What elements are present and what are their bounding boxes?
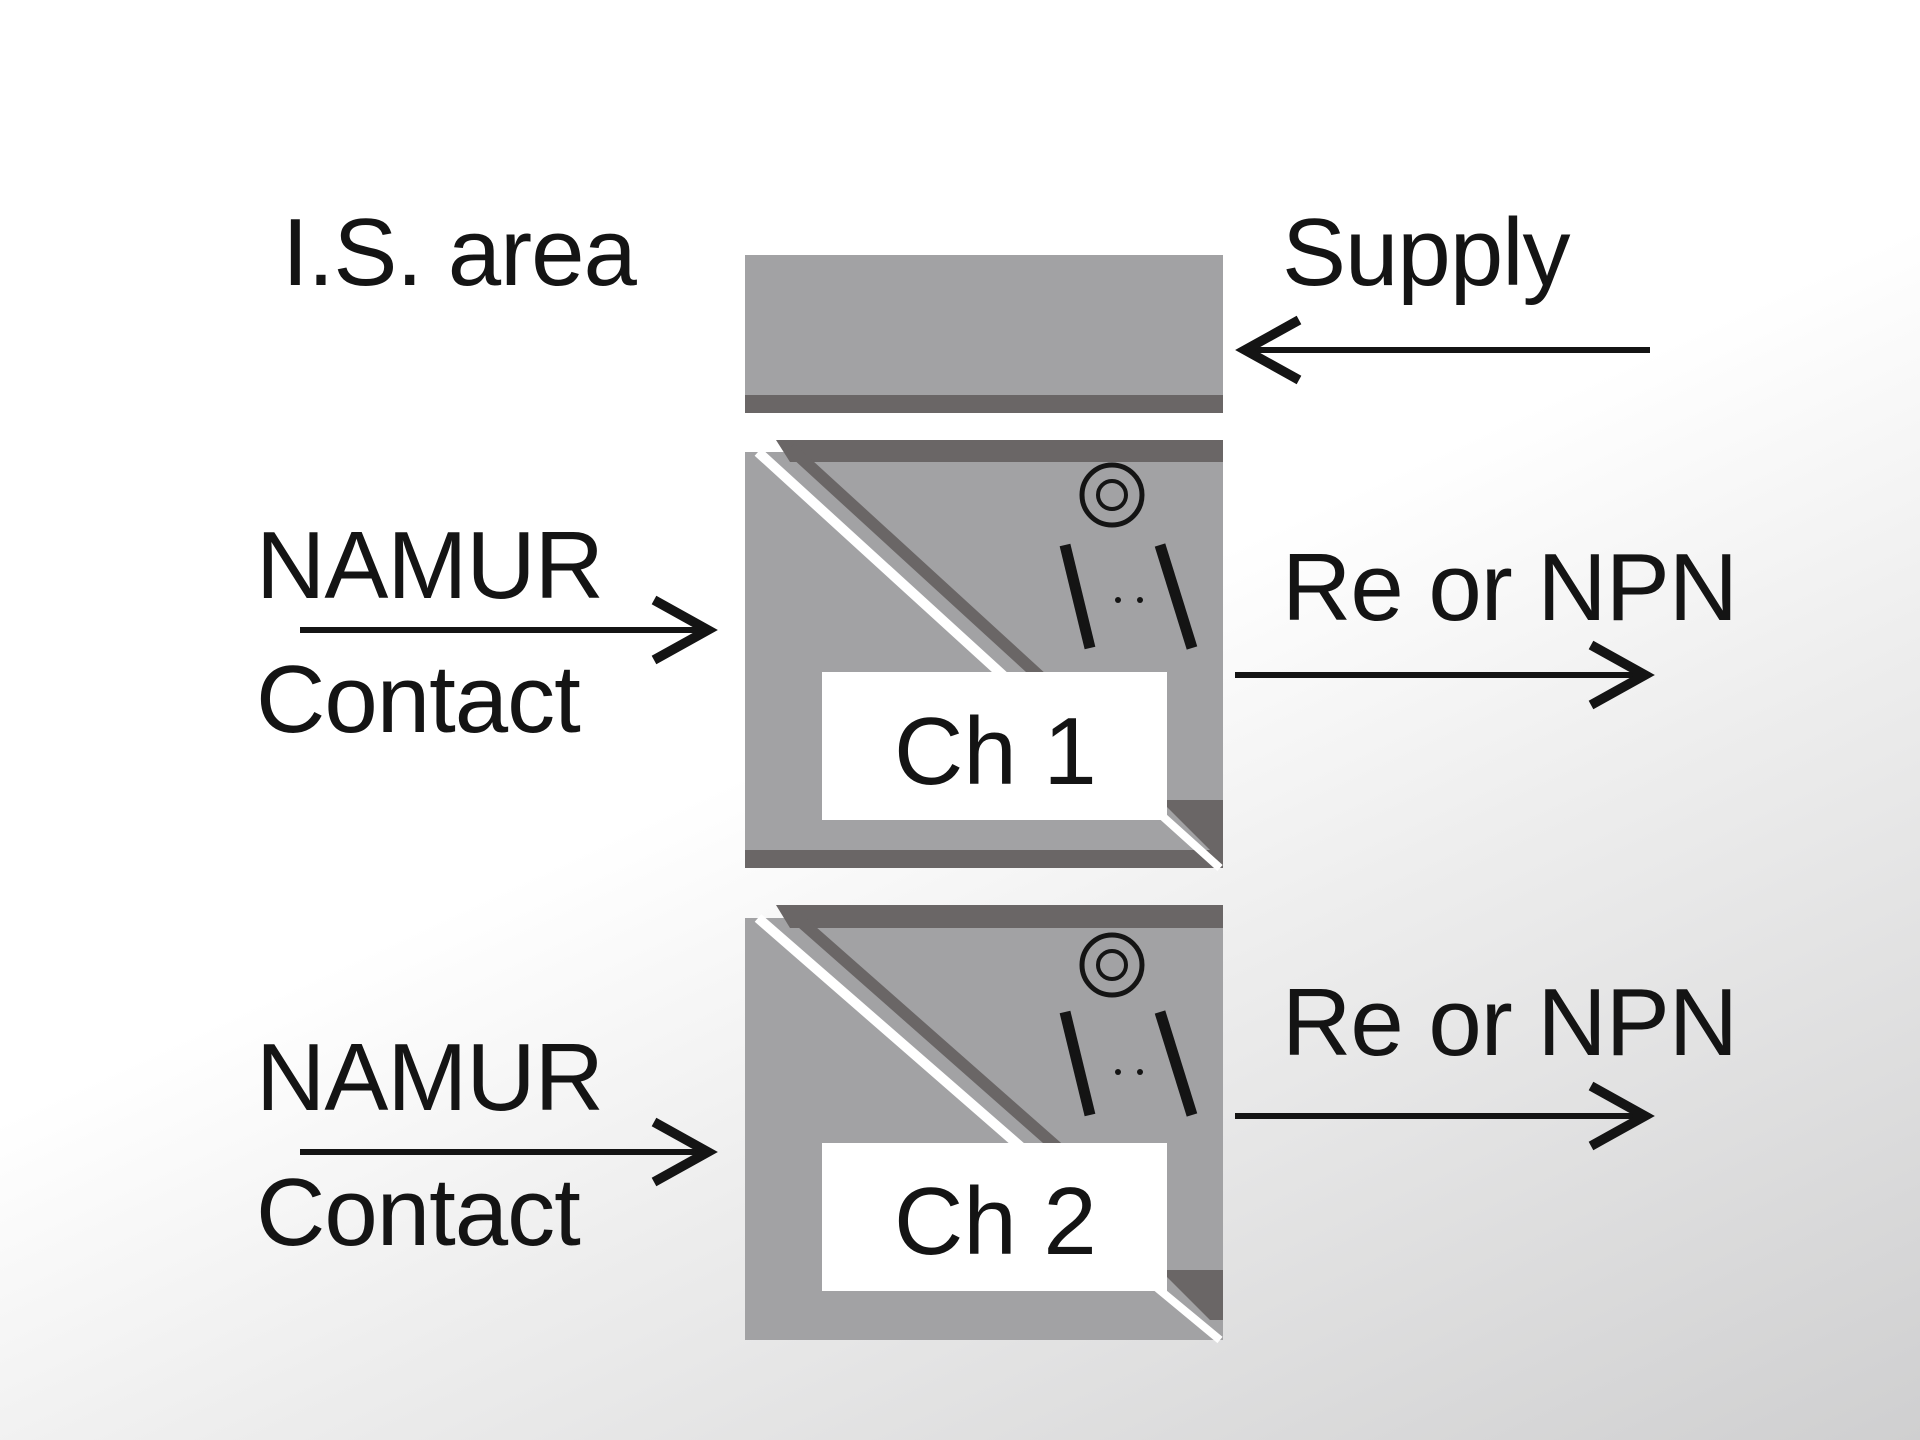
isolation-symbol-icon [1059, 462, 1198, 650]
channel-1-name: Ch 1 [894, 698, 1097, 805]
supply-label: Supply [1282, 199, 1571, 306]
is-area-label: I.S. area [282, 199, 637, 306]
channel-2-name: Ch 2 [894, 1168, 1097, 1275]
channel-1-module: Ch 1 [745, 440, 1223, 871]
ch2-input-label-top: NAMUR [256, 1024, 604, 1131]
ch2-output-label: Re or NPN [1282, 969, 1738, 1076]
ch1-input-label-top: NAMUR [256, 512, 604, 619]
supply-module [745, 255, 1223, 413]
ch1-input-label-bottom: Contact [256, 646, 581, 753]
ch1-output-label: Re or NPN [1282, 534, 1738, 641]
ch2-input-label-bottom: Contact [256, 1159, 581, 1266]
channel-2-module: Ch 2 [745, 905, 1223, 1344]
isolation-symbol-icon [1059, 932, 1198, 1117]
